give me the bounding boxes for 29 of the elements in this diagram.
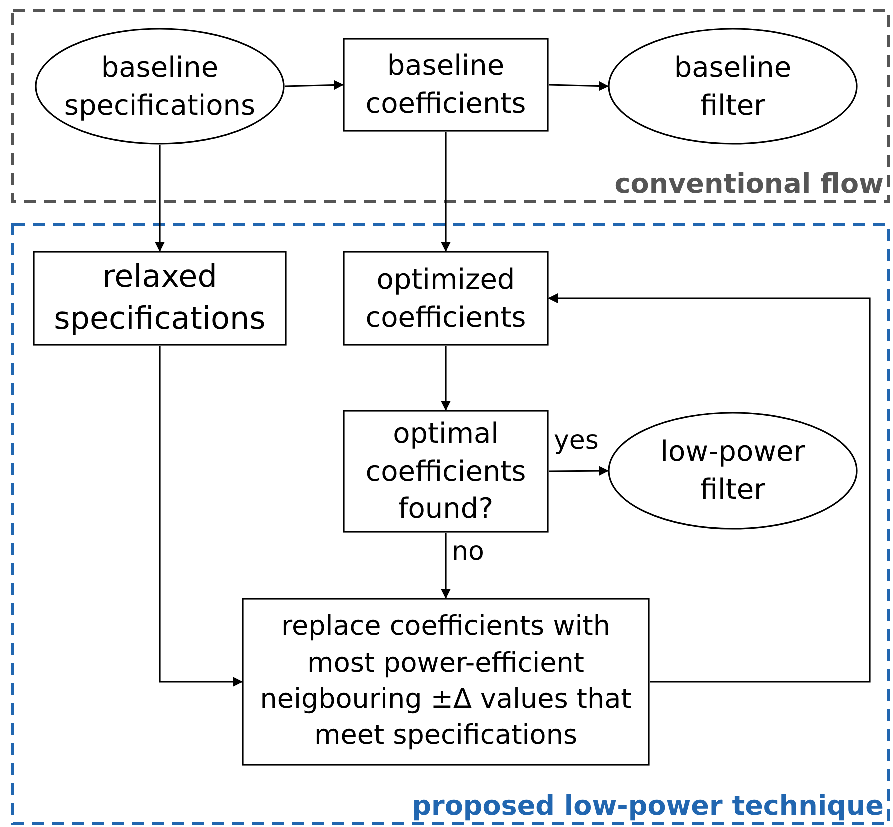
node-label: baseline coefficients <box>364 48 528 122</box>
process-box <box>242 598 650 766</box>
group-title: proposed low-power technique <box>412 790 884 823</box>
process-box <box>343 410 549 533</box>
node-label: relaxed specifications <box>53 258 267 338</box>
node-label: baseline filter <box>673 50 793 124</box>
terminal-ellipse <box>608 412 858 530</box>
terminal-ellipse <box>608 28 858 145</box>
node-label: baseline specifications <box>63 50 257 124</box>
arrow <box>549 466 609 476</box>
arrow <box>159 346 243 687</box>
arrow <box>548 81 609 92</box>
group-title: conventional flow <box>614 168 884 201</box>
process-box <box>33 251 287 346</box>
arrow <box>548 294 871 683</box>
arrow <box>155 145 165 252</box>
dashed-group-frame <box>12 224 890 825</box>
arrow <box>284 80 344 90</box>
arrow <box>441 533 451 599</box>
terminal-ellipse <box>35 28 285 145</box>
node-label: replace coefficients with most power-efficient neigbouring ±Δ values that meet specifications <box>259 610 633 754</box>
arrow <box>441 132 451 252</box>
process-box <box>343 251 549 346</box>
node-label: optimal coefficients found? <box>364 416 528 528</box>
process-box <box>343 38 549 132</box>
dashed-group-frame <box>12 10 890 203</box>
node-label: low-power filter <box>660 434 806 508</box>
node-label: optimized coefficients <box>364 262 528 336</box>
arrow <box>441 346 451 411</box>
